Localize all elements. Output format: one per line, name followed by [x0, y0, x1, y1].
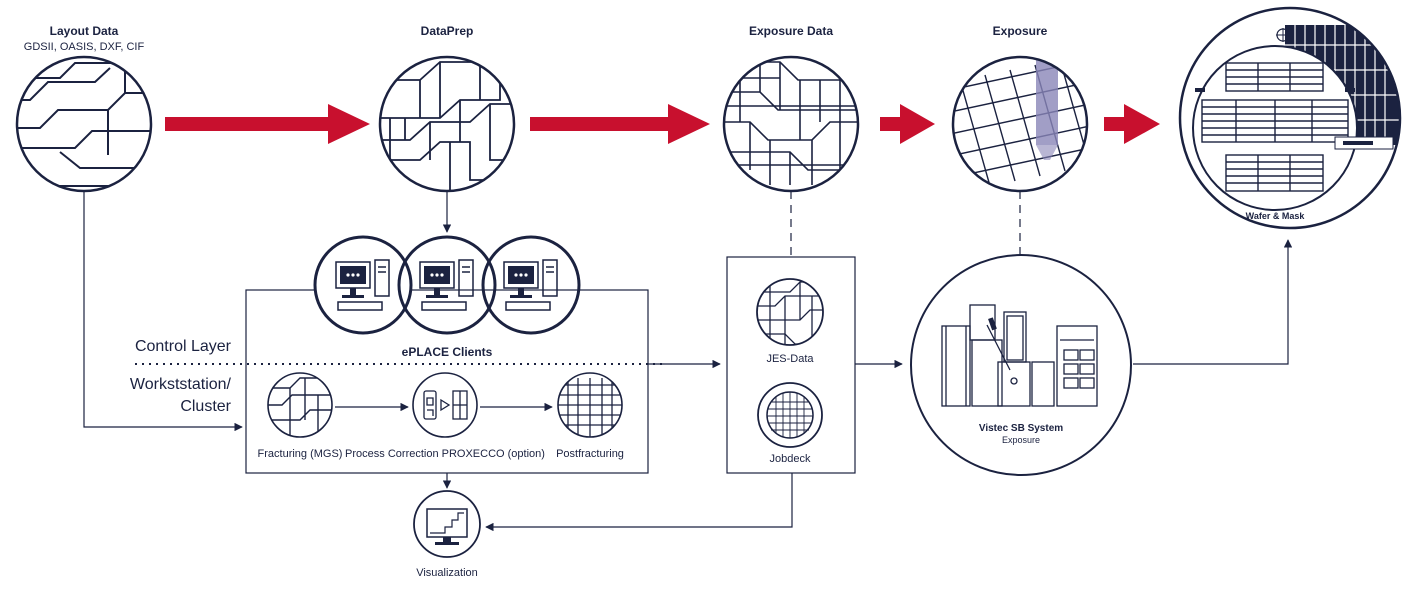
jobdeck-label: Jobdeck [770, 453, 811, 465]
client-computer-icon [397, 235, 497, 335]
flow-arrow-3 [880, 104, 935, 144]
workstation-box [245, 289, 649, 474]
eplace-clients-label: ePLACE Clients [402, 345, 493, 359]
jobdeck-icon [757, 382, 823, 448]
vistec-system-icon [910, 254, 1132, 476]
wafer-mask-icon: Wafer & Mask [1178, 6, 1402, 230]
jobdeck-box [726, 256, 856, 474]
dataprep-icon [378, 55, 516, 193]
step-label-process-correction: Process Correction PROXECCO (option) [345, 448, 545, 460]
layout-data-formats: GDSII, OASIS, DXF, CIF [24, 41, 145, 53]
control-layer-label: Control Layer [135, 338, 232, 355]
client-computer-icon [313, 235, 413, 335]
jobdeck-to-visualization-connector [485, 473, 793, 532]
exposure-data-icon [722, 55, 860, 193]
fracturing-icon [267, 372, 333, 438]
exposure-icon [951, 55, 1089, 193]
dataprep-title: DataPrep [421, 24, 474, 38]
visualization-icon [413, 490, 481, 558]
vistec-system-sublabel: Exposure [1002, 435, 1040, 445]
layout-data-icon [15, 55, 153, 193]
layout-to-workstation-connector [83, 191, 243, 432]
exposure-data-title: Exposure Data [749, 24, 833, 38]
exposure-title: Exposure [993, 24, 1048, 38]
system-to-wafer-connector [1133, 239, 1293, 365]
wafer-mask-label: Wafer & Mask [1246, 211, 1306, 221]
vistec-system-label: Vistec SB System [979, 423, 1063, 434]
eplace-clients [313, 235, 581, 335]
postfracturing-icon [557, 372, 623, 438]
process-correction-icon [412, 372, 478, 438]
jes-data-icon [756, 278, 824, 346]
workstation-label-line2: Cluster [180, 398, 231, 415]
client-computer-icon [481, 235, 581, 335]
flow-arrow-4 [1104, 104, 1160, 144]
workstation-label-line1: Workststation/ [130, 376, 232, 393]
step-label-postfracturing: Postfracturing [556, 448, 624, 460]
jes-data-label: JES-Data [766, 353, 814, 365]
step-label-fracturing: Fracturing (MGS) [258, 448, 343, 460]
flow-arrow-2 [530, 104, 710, 144]
layout-data-title: Layout Data [50, 24, 119, 38]
flow-arrow-1 [165, 104, 370, 144]
visualization-label: Visualization [416, 567, 478, 579]
